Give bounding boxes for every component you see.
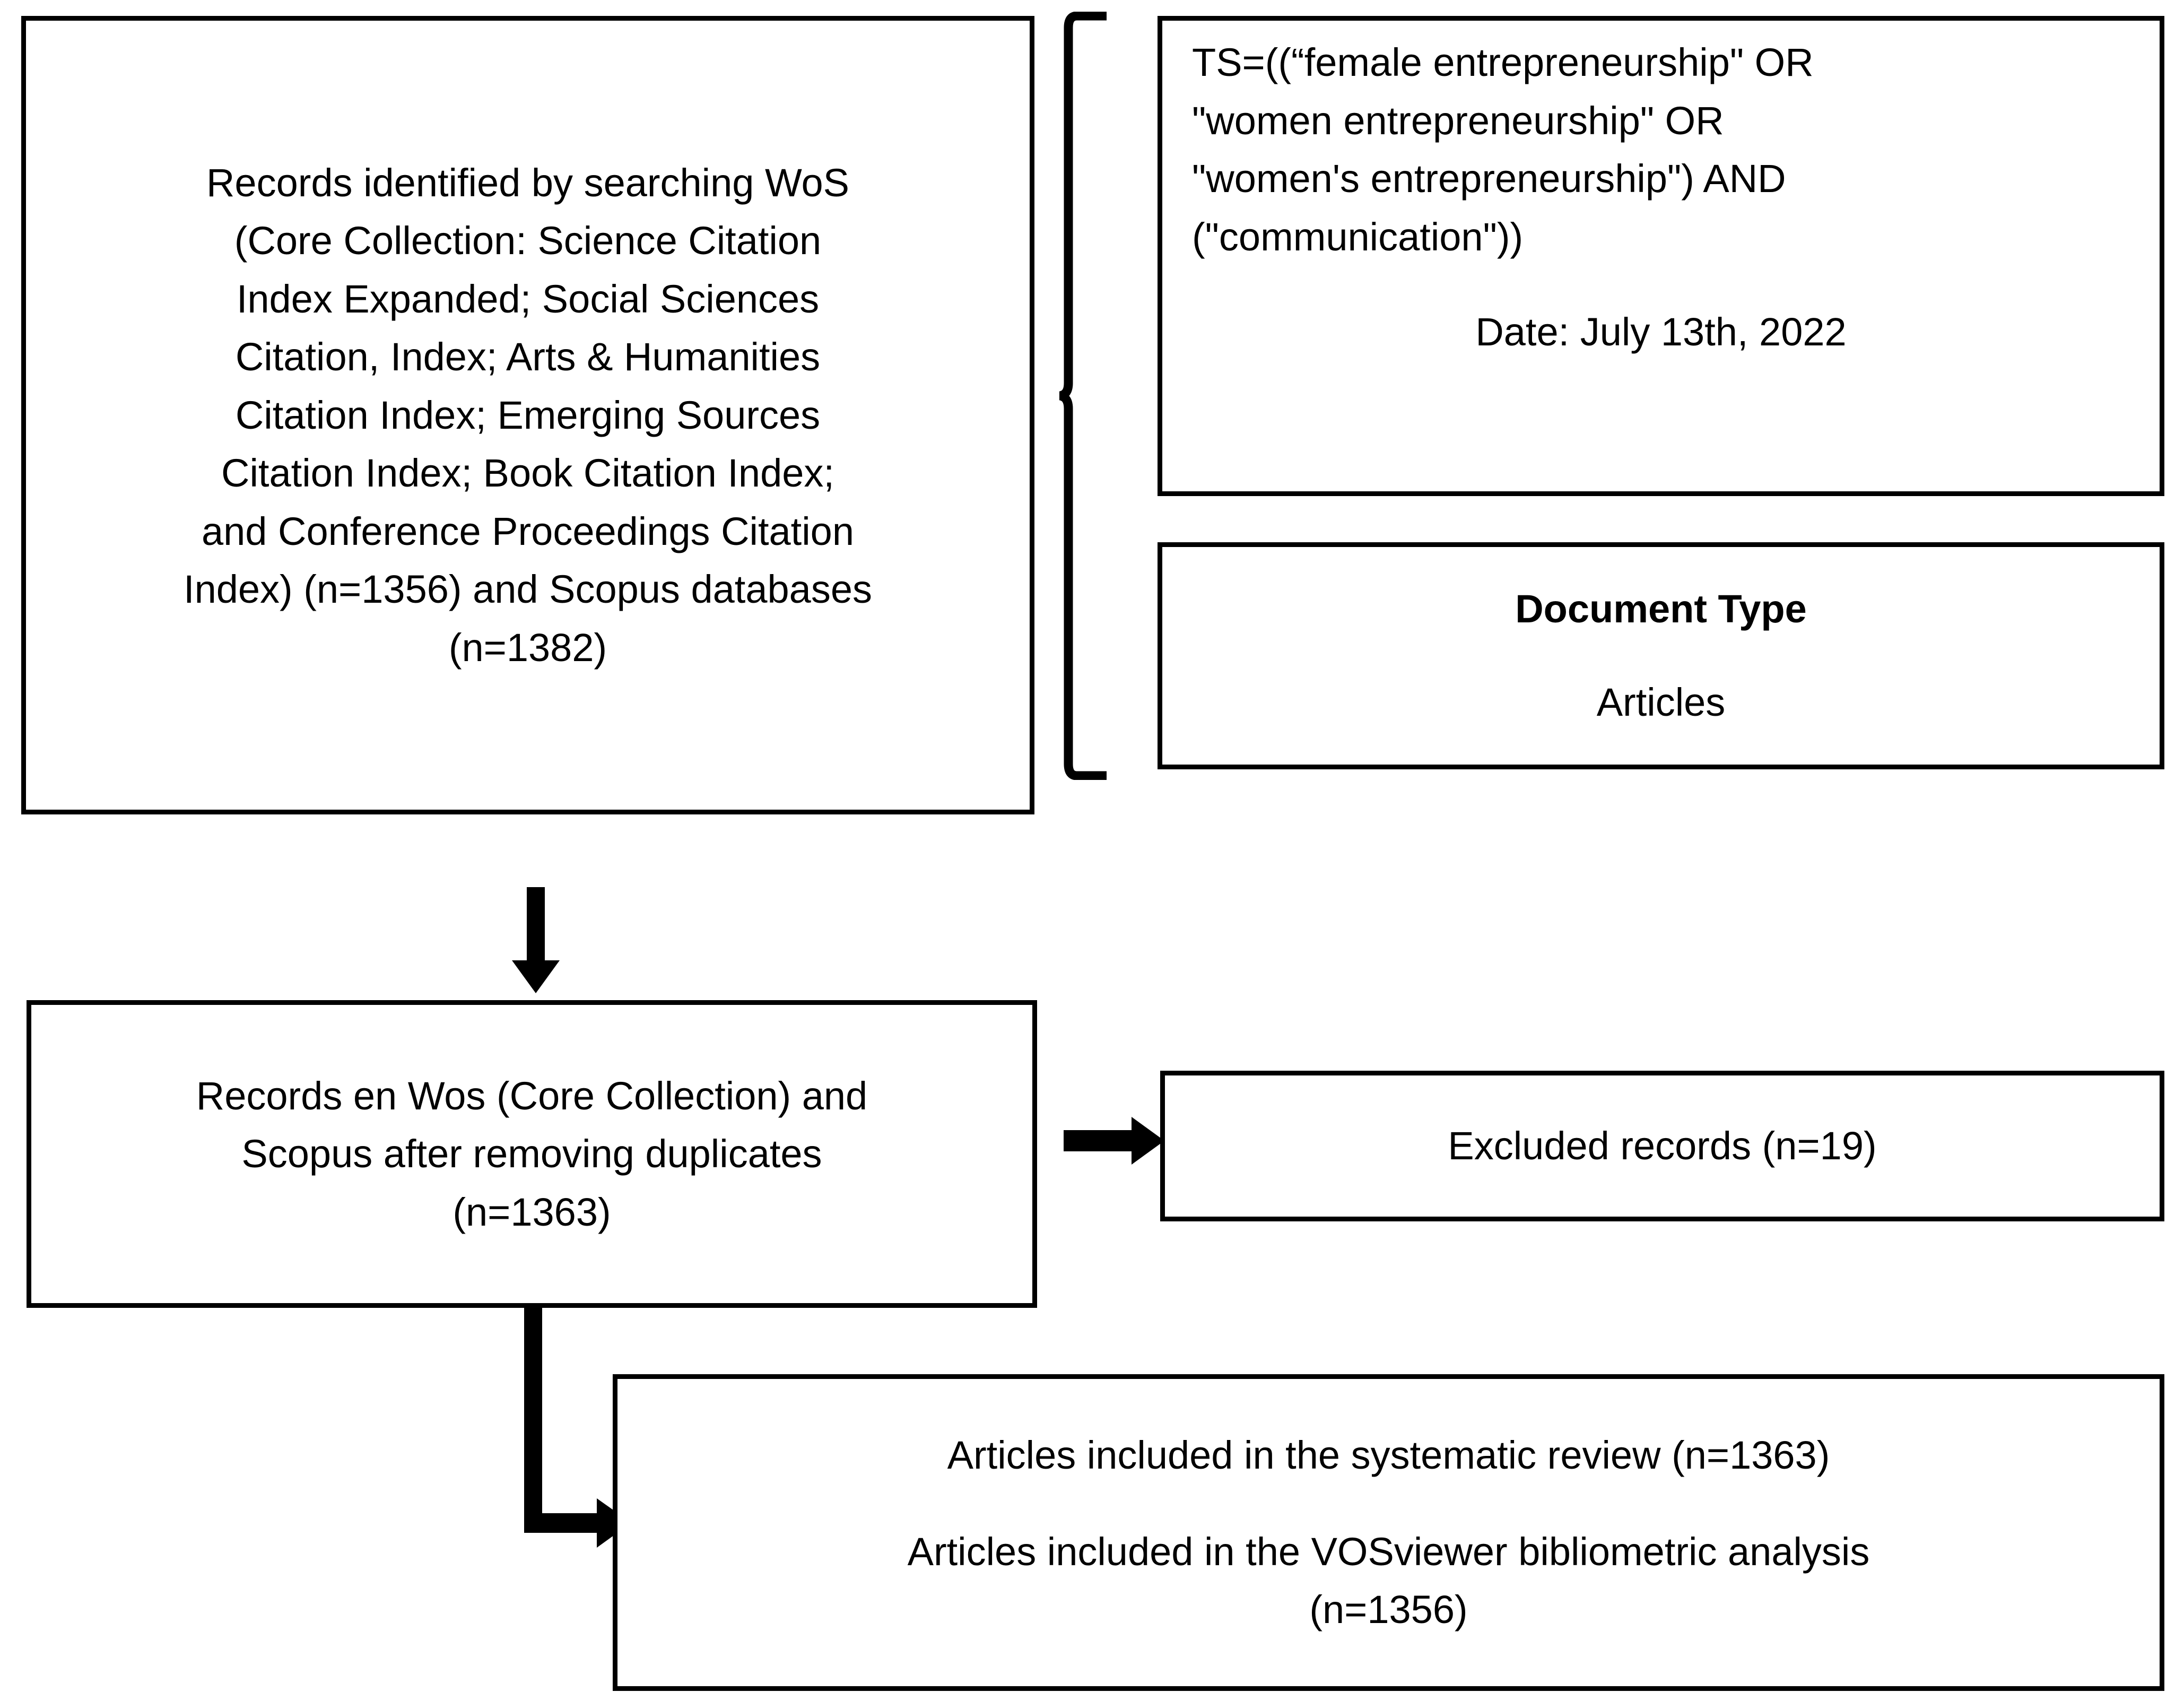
records-identified-line-3: Index Expanded; Social Sciences <box>236 276 820 321</box>
records-identified-box: Records identified by searching WoS (Cor… <box>21 16 1034 814</box>
deduplicated-line-2: Scopus after removing duplicates <box>241 1132 822 1176</box>
search-query-line-4: ("communication")) <box>1192 214 1524 259</box>
included-articles-line-3: (n=1356) <box>1309 1587 1468 1632</box>
search-date-label: Date: July 13th, 2022 <box>1475 310 1847 354</box>
records-identified-line-4: Citation, Index; Arts & Humanities <box>235 335 821 379</box>
records-identified-line-8: Index) (n=1356) and Scopus databases <box>184 567 872 612</box>
down-arrow-icon <box>507 887 565 993</box>
right-arrow-icon <box>1064 1112 1164 1170</box>
deduplicated-line-3: (n=1363) <box>453 1190 611 1234</box>
document-type-title: Document Type <box>1515 587 1807 631</box>
included-articles-line-1: Articles included in the systematic revi… <box>947 1433 1830 1478</box>
excluded-records-label: Excluded records (n=19) <box>1448 1124 1877 1168</box>
document-type-value: Articles <box>1596 680 1726 724</box>
deduplicated-records-box: Records en Wos (Core Collection) and Sco… <box>27 1000 1037 1308</box>
search-query-line-2: "women entrepreneurship" OR <box>1192 98 1724 143</box>
included-articles-line-2: Articles included in the VOSviewer bibli… <box>907 1529 1870 1574</box>
records-identified-line-5: Citation Index; Emerging Sources <box>235 393 821 437</box>
records-identified-line-6: Citation Index; Book Citation Index; <box>221 451 834 496</box>
document-type-box: Document Type Articles <box>1158 542 2164 769</box>
records-identified-line-1: Records identified by searching WoS <box>206 160 850 205</box>
excluded-records-box: Excluded records (n=19) <box>1160 1071 2164 1221</box>
search-query-line-1: TS=((“female entrepreneurship" OR <box>1192 40 1814 84</box>
search-query-box: TS=((“female entrepreneurship" OR "women… <box>1158 16 2164 496</box>
deduplicated-line-1: Records en Wos (Core Collection) and <box>196 1073 868 1118</box>
search-query-text: TS=((“female entrepreneurship" OR "women… <box>1192 33 2130 266</box>
curly-brace-icon <box>1056 11 1111 780</box>
included-articles-box: Articles included in the systematic revi… <box>613 1374 2164 1691</box>
search-query-line-3: "women's entrepreneurship") AND <box>1192 157 1786 201</box>
records-identified-line-9: (n=1382) <box>448 625 607 670</box>
elbow-arrow-icon <box>499 1306 631 1550</box>
records-identified-line-2: (Core Collection: Science Citation <box>234 219 822 263</box>
records-identified-text: Records identified by searching WoS (Cor… <box>47 154 1008 677</box>
records-identified-line-7: and Conference Proceedings Citation <box>202 509 854 553</box>
